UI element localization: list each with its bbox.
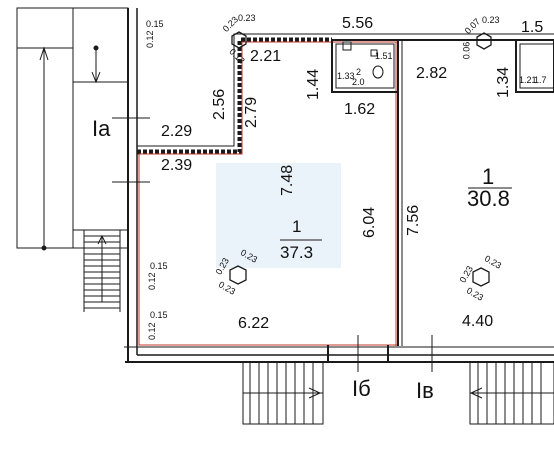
- toilet-fixture: [342, 41, 384, 79]
- dim-1-33: 1.33: [337, 71, 355, 81]
- marker-iv: Iв: [416, 378, 434, 403]
- thick-0-12-mid: 0.12: [147, 272, 157, 290]
- room-area-right: 30.8: [467, 186, 510, 211]
- dim-1-5: 1.5: [521, 19, 544, 36]
- staircase-bottom: [242, 335, 554, 425]
- dim-6-22: 6.22: [238, 315, 270, 332]
- marker-ia: Ia: [92, 116, 111, 141]
- room-number-left: 1: [292, 217, 302, 236]
- thick-0-15-bot: 0.15: [150, 310, 168, 320]
- col-0-06: 0.06: [461, 41, 472, 60]
- thick-0-15-top: 0.15: [146, 19, 164, 29]
- dim-2-21: 2.21: [250, 48, 282, 65]
- thick-0-12-bot: 0.12: [147, 322, 157, 340]
- col-0-23-c: 0.23: [482, 15, 500, 25]
- dim-1-44: 1.44: [305, 68, 322, 100]
- dim-1-34: 1.34: [495, 66, 512, 98]
- dim-5-56: 5.56: [342, 15, 374, 32]
- watermark-logo: [216, 163, 341, 268]
- dim-1-62: 1.62: [344, 101, 376, 118]
- thick-0-12-top: 0.12: [145, 30, 155, 48]
- column-markers: [229, 31, 492, 287]
- dim-2-56: 2.56: [211, 88, 228, 120]
- dim-1-7: 1.7: [534, 75, 547, 85]
- dim-6-04: 6.04: [361, 206, 378, 238]
- room-area-2: 2.0: [352, 77, 365, 87]
- marker-ib: Iб: [352, 376, 371, 401]
- dim-4-40: 4.40: [462, 313, 494, 330]
- dim-7-56: 7.56: [405, 204, 422, 236]
- staircase-left: [16, 7, 150, 312]
- room-number-2: 2: [356, 67, 362, 77]
- dim-1-51: 1.51: [375, 51, 393, 61]
- room-area-left: 37.3: [280, 243, 314, 262]
- dim-2-79: 2.79: [243, 96, 260, 128]
- dim-1-21: 1.21: [519, 75, 537, 85]
- thick-0-15-mid: 0.15: [150, 261, 168, 271]
- interior-walls: [137, 33, 554, 346]
- room-number-right: 1: [482, 164, 495, 189]
- dim-7-48: 7.48: [279, 164, 296, 196]
- dim-2-82: 2.82: [416, 65, 448, 82]
- col-0-23-b: 0.23: [238, 13, 256, 23]
- dim-2-39: 2.39: [161, 157, 193, 174]
- dim-2-29: 2.29: [161, 123, 193, 140]
